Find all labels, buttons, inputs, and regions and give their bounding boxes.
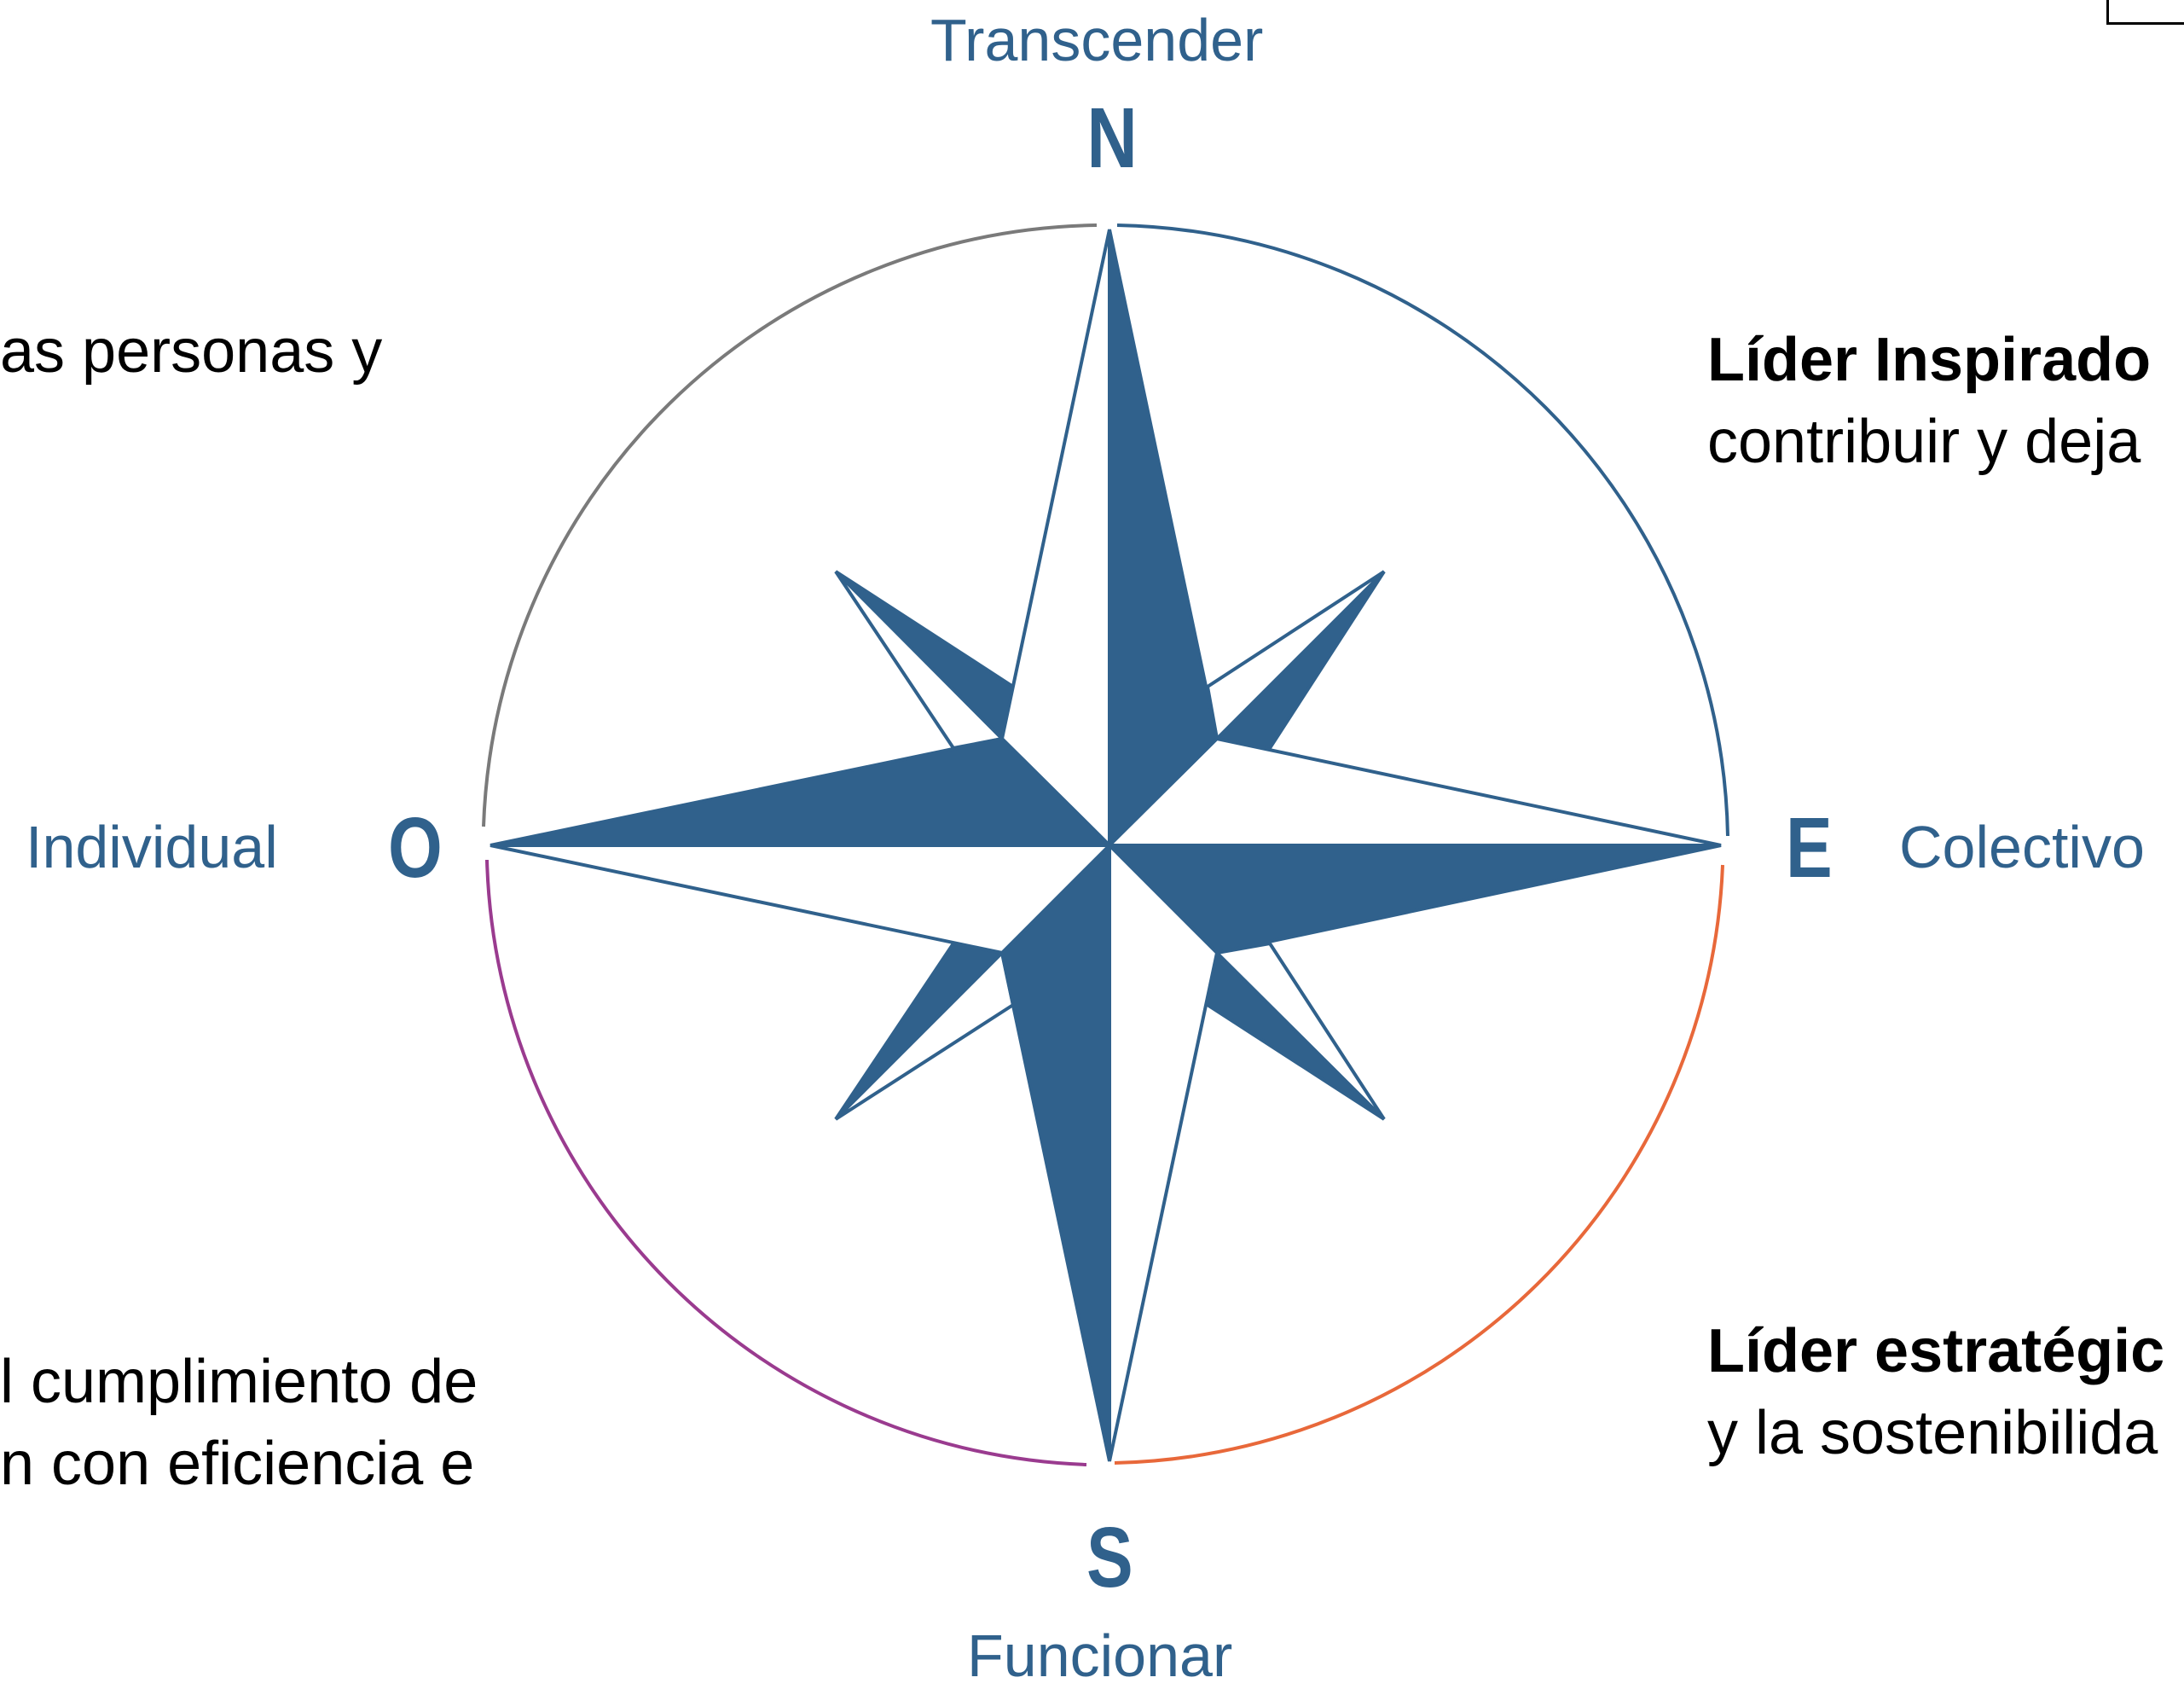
- point-sw-outline: [834, 949, 1016, 1121]
- cardinal-e: E: [1786, 800, 1833, 896]
- point-se-outline: [1213, 941, 1386, 1121]
- corner-bracket: [2106, 0, 2184, 25]
- arc-north-east: [1116, 223, 1729, 837]
- diagonal-points: [834, 570, 1386, 1121]
- bottom-right-text: Líder estratégic y la sostenibilida: [1707, 1310, 2164, 1474]
- point-west-outline: [490, 844, 1114, 955]
- south-label: Funcionar: [967, 1622, 1233, 1689]
- bottom-left-text: l cumplimiento de n con eficiencia e: [0, 1341, 478, 1505]
- top-left-text: as personas y: [0, 311, 382, 392]
- top-right-title: Líder Inspirado: [1707, 326, 2152, 394]
- point-west-filled: [490, 736, 1114, 847]
- top-right-line-2: contribuir y deja: [1707, 408, 2141, 476]
- point-east-outline: [1105, 736, 1722, 847]
- top-right-text: Líder Inspirado contribuir y deja: [1707, 319, 2151, 483]
- bottom-right-title: Líder estratégic: [1707, 1317, 2165, 1385]
- arc-south-west: [485, 859, 1087, 1466]
- bottom-right-line-2: y la sostenibilida: [1707, 1399, 2158, 1467]
- bottom-left-line-1: l cumplimiento de: [0, 1348, 478, 1416]
- point-ne-outline: [1205, 570, 1386, 743]
- arc-south-east: [1114, 864, 1724, 1465]
- west-label: Individual: [26, 814, 278, 880]
- cardinal-n: N: [1086, 90, 1138, 186]
- cardinal-s: S: [1086, 1510, 1133, 1605]
- point-nw-outline: [834, 570, 1006, 751]
- point-south-outline: [1108, 841, 1219, 1462]
- cardinal-points: [490, 229, 1722, 1462]
- top-left-line-1: as personas y: [0, 317, 383, 386]
- cardinal-o: O: [388, 800, 443, 896]
- east-label: Colectivo: [1899, 814, 2145, 880]
- arc-north-west: [482, 223, 1098, 827]
- north-label: Transcender: [930, 7, 1264, 73]
- bottom-left-line-2: n con eficiencia e: [0, 1430, 475, 1498]
